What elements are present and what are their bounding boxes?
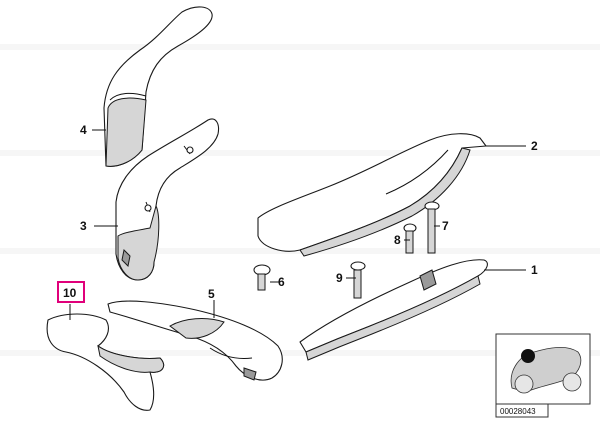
screw-6 — [253, 264, 271, 291]
callout-3: 3 — [80, 219, 87, 233]
callout-4: 4 — [80, 123, 87, 137]
callout-7: 7 — [442, 219, 449, 233]
callout-9: 9 — [336, 271, 343, 285]
callout-2: 2 — [531, 139, 538, 153]
screw-7 — [424, 201, 440, 254]
reference-code: 00028043 — [500, 407, 536, 416]
callout-1: 1 — [531, 263, 538, 277]
reference-thumbnail — [495, 333, 591, 405]
screw-9 — [350, 261, 366, 299]
callout-5: 5 — [208, 287, 215, 301]
reference-code-box — [495, 403, 549, 418]
location-marker-icon — [521, 349, 535, 363]
part-3-lower-trim — [115, 118, 220, 281]
callout-6: 6 — [278, 275, 285, 289]
part-1-lower-cover — [299, 259, 488, 361]
part-10-bracket — [46, 313, 165, 411]
callout-8: 8 — [394, 233, 401, 247]
callout-10-highlight-box — [57, 281, 85, 303]
part-5-center-plate — [107, 300, 283, 381]
part-2-side-panel — [257, 133, 487, 257]
part-4-upper-trim — [103, 6, 213, 167]
callout-10: 10 — [63, 286, 77, 300]
watermark — [0, 44, 600, 356]
leader-lines — [69, 129, 526, 320]
screw-8 — [403, 223, 417, 254]
